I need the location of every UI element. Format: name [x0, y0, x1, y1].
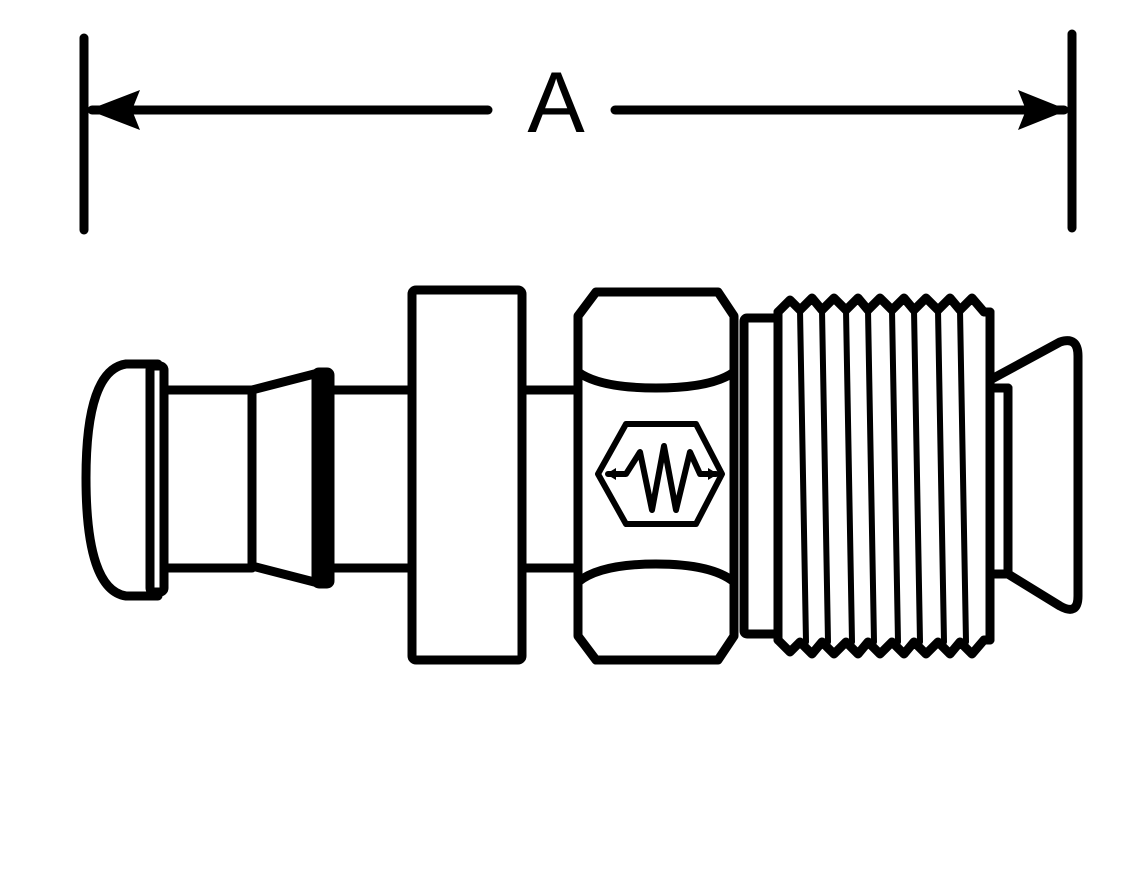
hex-nut	[573, 287, 739, 665]
hex-facet-lower	[573, 559, 739, 587]
conical-seat	[985, 336, 1083, 614]
threaded-section	[739, 293, 995, 659]
logo-hexagon	[595, 421, 725, 527]
arrowhead-left-icon	[88, 90, 140, 130]
brand-logo-icon: W	[0, 0, 725, 527]
thread-line	[865, 307, 877, 645]
barb-taper-ring	[311, 367, 335, 589]
barb-nose-collar	[145, 361, 169, 597]
dimension-a: A	[79, 29, 1077, 235]
dimension-label: A	[527, 55, 585, 151]
logo-mark-text: W	[0, 0, 1, 1]
thread-shoulder	[739, 313, 783, 639]
thread-line	[911, 307, 923, 645]
thread-line	[889, 307, 901, 645]
hex-facet-upper	[573, 367, 739, 393]
thread-crest-bottom	[773, 635, 995, 659]
hex-outline	[573, 287, 739, 665]
barb-nose	[81, 359, 163, 601]
thread-line	[957, 307, 969, 645]
logo-arrow-right-icon	[708, 468, 718, 480]
thread-line	[819, 307, 831, 645]
arrowhead-right-icon	[1018, 90, 1068, 130]
logo-arrow-left-icon	[606, 468, 616, 480]
flange	[407, 285, 527, 665]
logo-zigzag	[605, 443, 719, 513]
fitting: W	[0, 0, 1083, 665]
thread-line	[797, 307, 809, 645]
thread-line	[843, 307, 855, 645]
thread-line	[935, 307, 947, 645]
